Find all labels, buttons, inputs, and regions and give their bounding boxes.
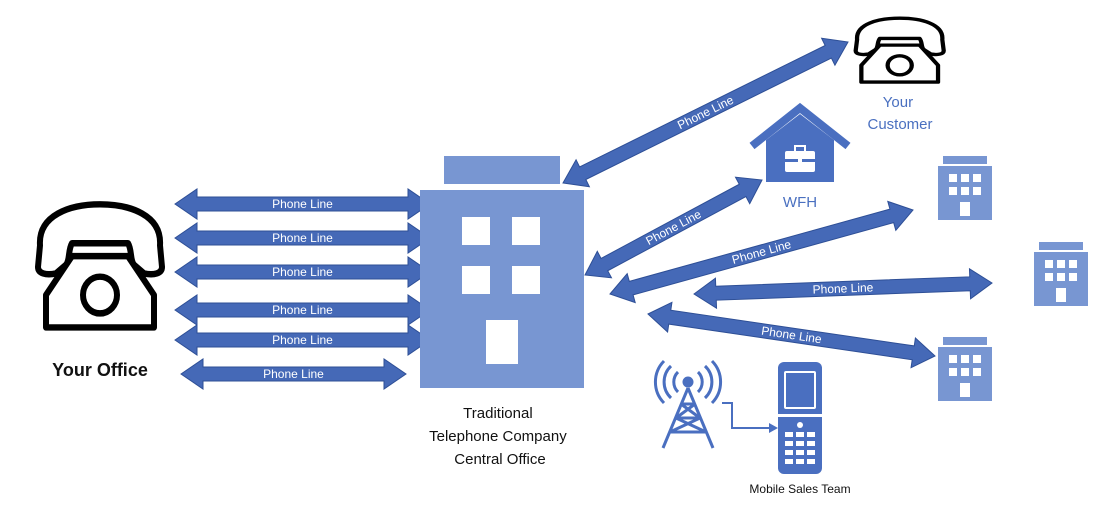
tower-to-phone-arrowhead	[769, 423, 778, 433]
office-phone-line-4-label: Phone Line	[272, 303, 333, 317]
mobile-sales-label: Mobile Sales Team	[749, 482, 850, 496]
branch-building-icon-2	[1034, 242, 1088, 306]
customer-label-line-2: Customer	[867, 116, 932, 133]
branch-building-icon-1	[938, 156, 992, 220]
home-briefcase-icon	[749, 102, 851, 182]
wfh-phone-line-label: Phone Line	[643, 207, 703, 248]
branch-2-phone-line-shape	[693, 267, 993, 310]
central-office-building-icon	[420, 156, 584, 388]
office-phone-line-2: Phone Line	[174, 222, 431, 254]
office-phone-line-1: Phone Line	[174, 188, 431, 220]
office-phone-line-6-shape	[180, 358, 407, 390]
central-office-label: Traditional Telephone Company Central Of…	[429, 405, 571, 468]
office-phone-line-3-label: Phone Line	[272, 265, 333, 279]
office-phone-line-5: Phone Line	[174, 324, 431, 356]
office-phone-line-3: Phone Line	[174, 256, 431, 288]
branch-1-phone-line-label: Phone Line	[730, 237, 793, 267]
branch-2-phone-line: Phone Line	[693, 267, 993, 310]
customer-label: Your Customer	[867, 94, 932, 133]
wfh-label: WFH	[783, 194, 817, 211]
branch-building-icon-3	[938, 337, 992, 401]
branch-3-phone-line: Phone Line	[647, 301, 936, 369]
central-office-label-line-1: Traditional	[463, 405, 532, 422]
central-office-label-line-3: Central Office	[454, 451, 545, 468]
office-label: Your Office	[52, 360, 148, 380]
branch-2-phone-line-label: Phone Line	[812, 280, 874, 296]
customer-phone-icon	[856, 18, 944, 82]
branch-3-phone-line-shape	[647, 301, 936, 369]
office-phone-line-5-label: Phone Line	[272, 333, 333, 347]
tower-to-phone-connector	[722, 402, 772, 429]
branch-1-phone-line-shape	[609, 200, 914, 304]
mobile-phone-icon	[778, 362, 822, 474]
customer-label-line-1: Your	[883, 94, 913, 111]
office-phone-line-1-label: Phone Line	[272, 197, 333, 211]
office-phone-line-6-label: Phone Line	[263, 367, 324, 381]
central-office-label-line-2: Telephone Company	[429, 428, 567, 445]
office-phone-line-4: Phone Line	[174, 294, 431, 326]
cell-tower-icon	[653, 359, 723, 449]
branch-3-phone-line-label: Phone Line	[760, 324, 822, 347]
office-phone-line-2-label: Phone Line	[272, 231, 333, 245]
office-phone-line-6: Phone Line	[180, 358, 407, 390]
office-phone-icon	[38, 204, 162, 327]
wfh-phone-line-shape	[584, 176, 763, 279]
customer-phone-line-label: Phone Line	[675, 93, 736, 133]
customer-phone-line-shape	[562, 37, 849, 188]
